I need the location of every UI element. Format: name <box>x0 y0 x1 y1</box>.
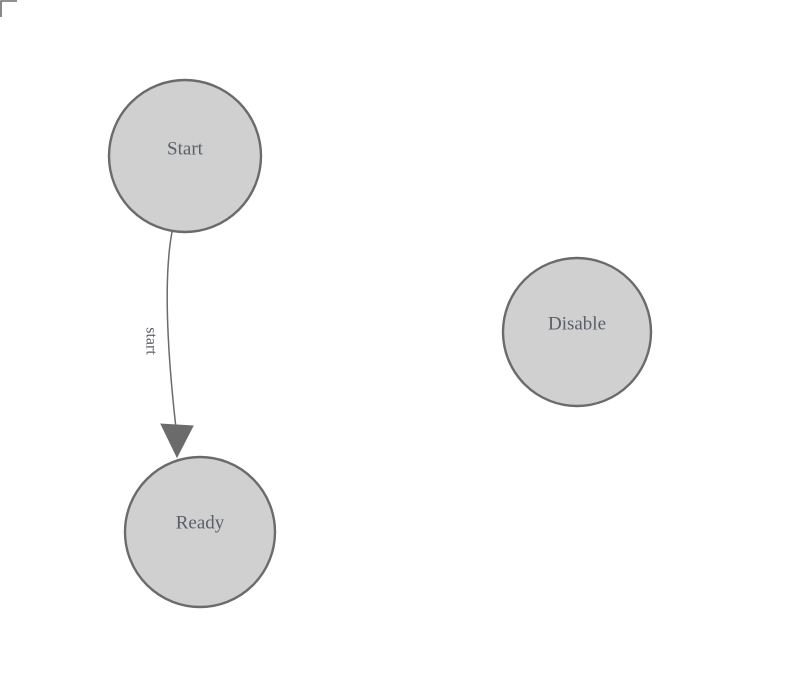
edge-label-start-group: start <box>142 327 159 355</box>
state-node-disable[interactable]: Disable <box>501 256 653 408</box>
state-node-ready[interactable]: Ready <box>123 455 277 609</box>
state-node-ready-shape[interactable] <box>123 455 277 609</box>
edge-start-to-ready[interactable]: start <box>142 231 194 459</box>
state-node-disable-label: Disable <box>548 313 606 334</box>
edge-label-start: start <box>142 327 159 355</box>
state-node-start-label: Start <box>167 138 204 159</box>
state-node-start[interactable]: Start <box>107 78 263 234</box>
edge-path-start-to-ready <box>166 231 178 438</box>
state-node-ready-label: Ready <box>176 512 225 533</box>
state-node-disable-shape[interactable] <box>501 256 653 408</box>
arrowhead-icon <box>160 423 194 459</box>
state-node-start-shape[interactable] <box>107 78 263 234</box>
selection-corner-bracket-icon <box>0 0 17 17</box>
